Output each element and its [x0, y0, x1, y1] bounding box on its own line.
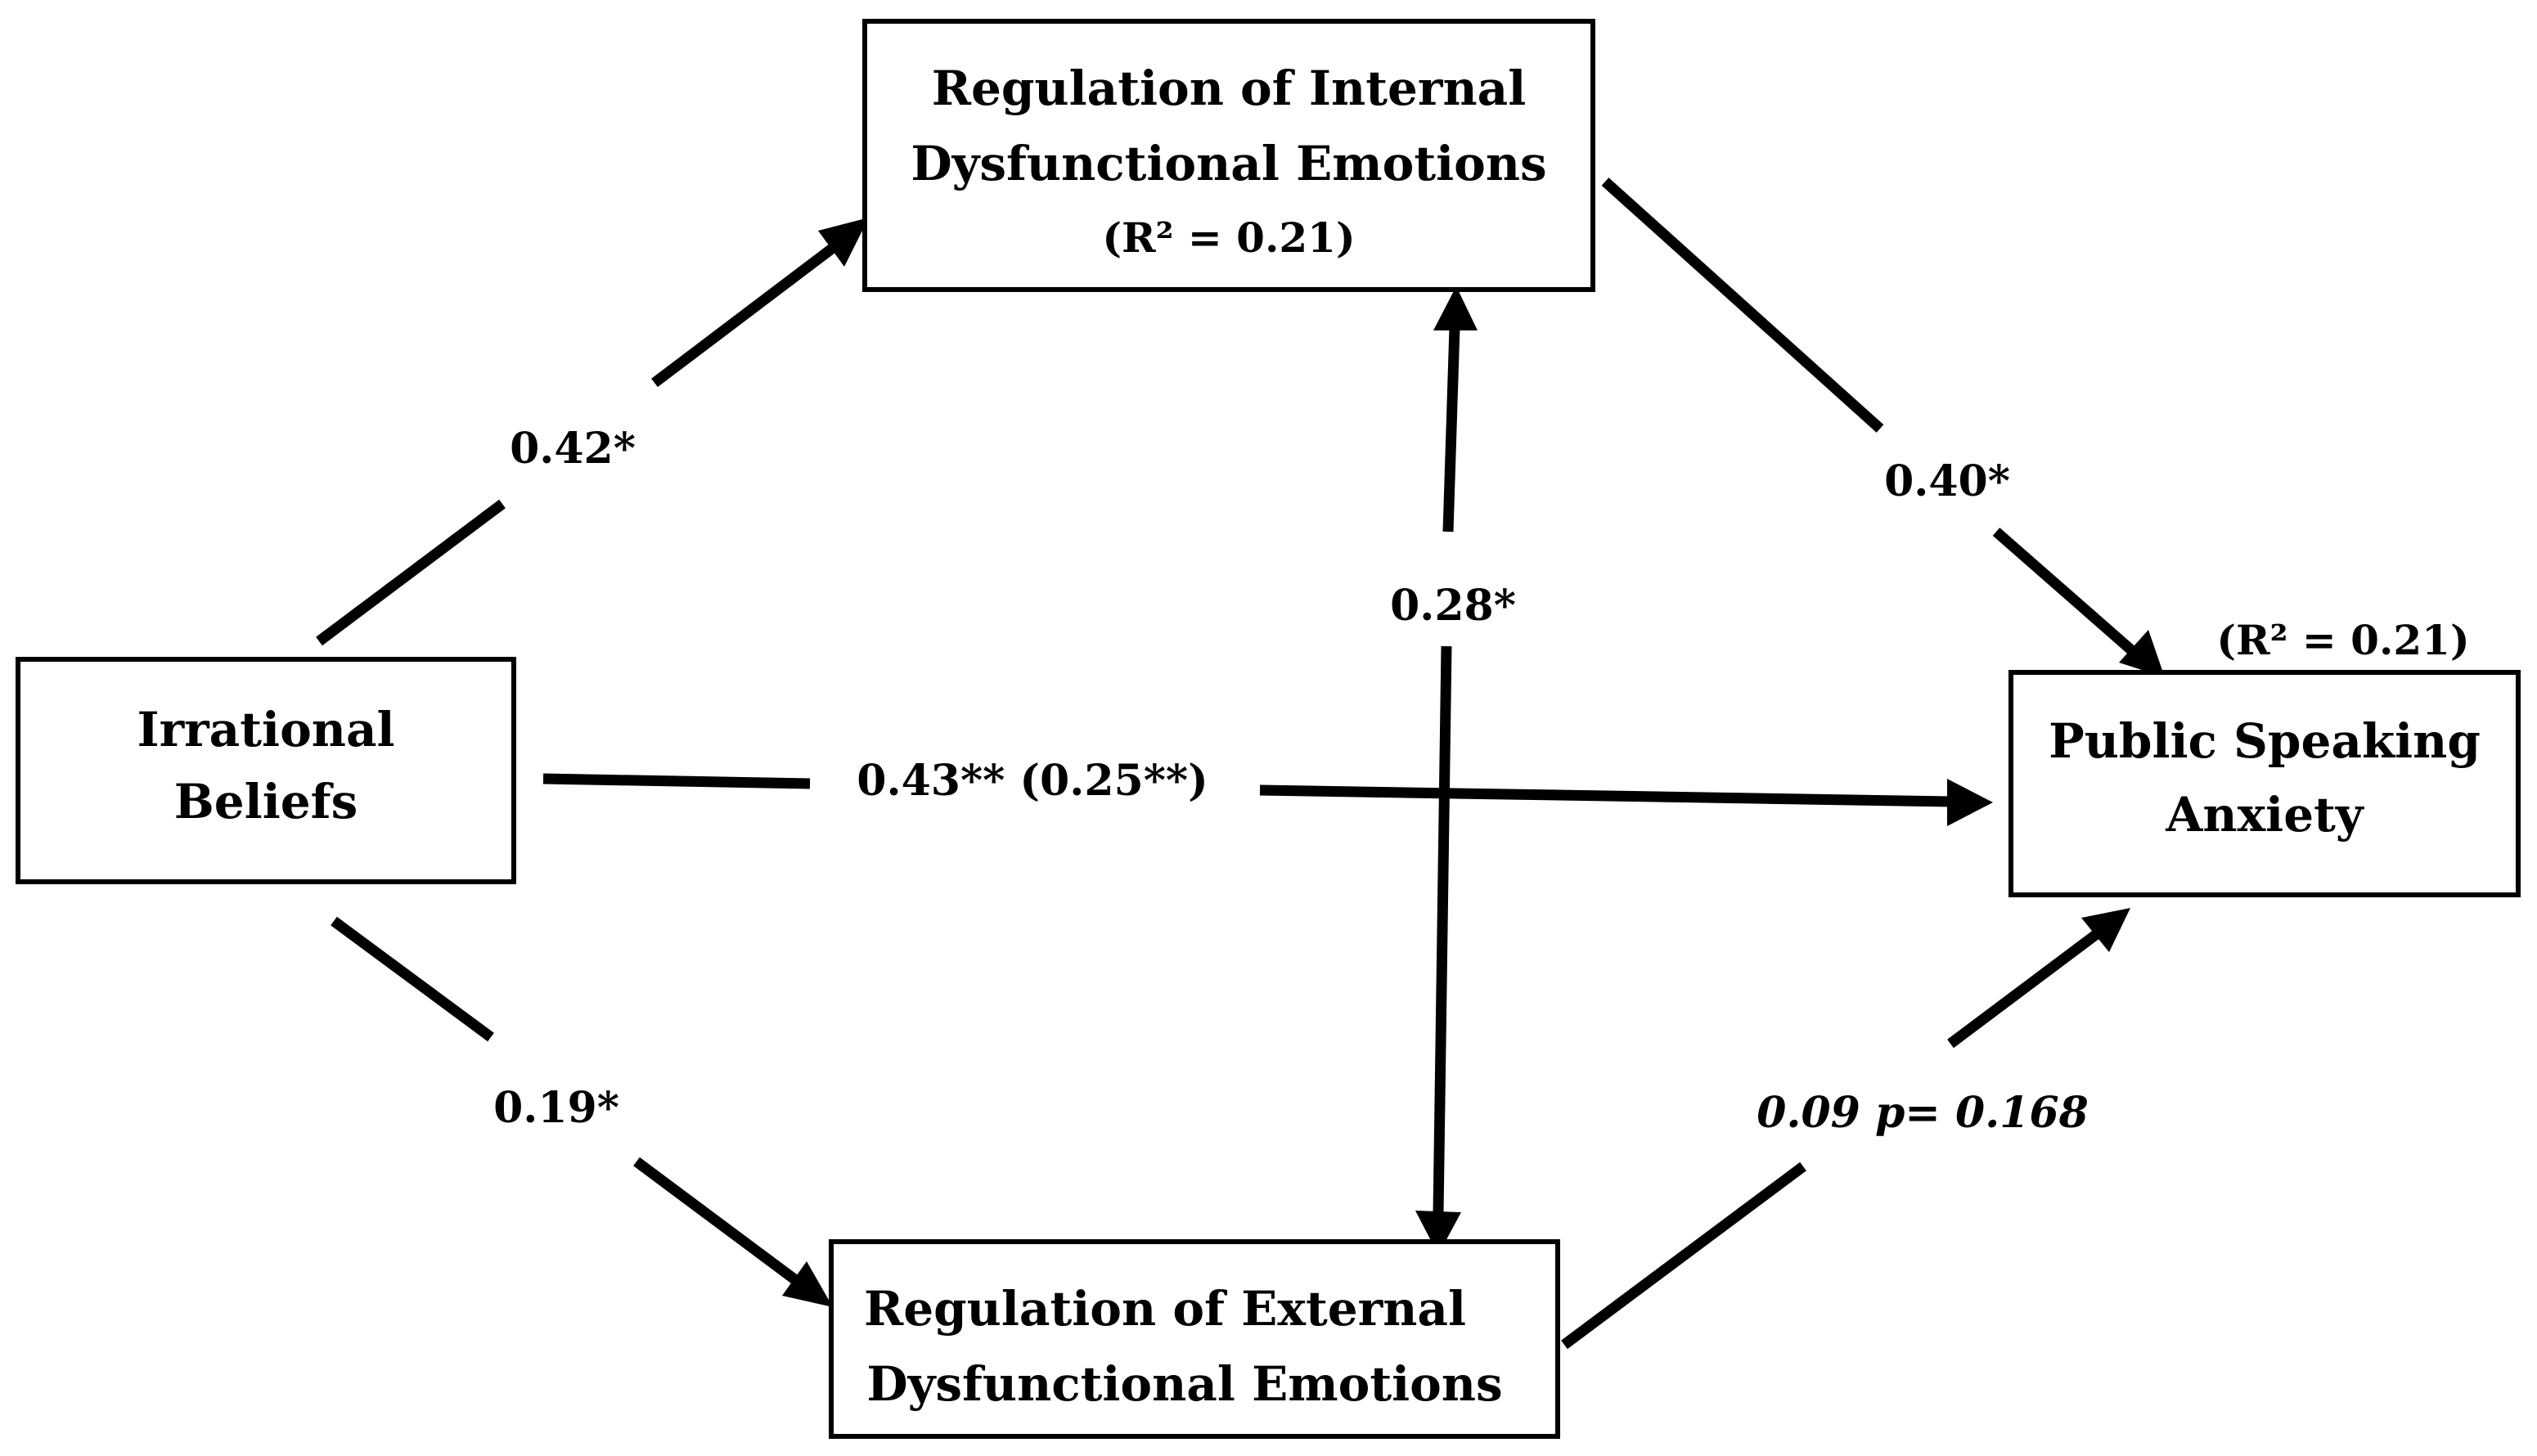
edge-beliefs-internal-upper	[651, 236, 846, 388]
public-speaking-anxiety-box	[2008, 670, 2521, 897]
arrowhead-beliefs-internal	[818, 218, 869, 267]
arrowhead-beliefs-external	[782, 1261, 833, 1307]
edge-external-anxiety-lower	[1561, 1162, 1806, 1350]
edge-internal-anxiety-lower	[1992, 528, 2146, 663]
internal-emotions-box	[862, 19, 1595, 292]
public-speaking-anxiety-r2: (R² = 0.21)	[2216, 616, 2469, 664]
label-beliefs-internal: 0.42*	[510, 424, 636, 474]
public-speaking-anxiety-line-1: Public Speaking	[2049, 713, 2481, 769]
label-beliefs-anxiety: 0.43** (0.25**)	[857, 756, 1208, 806]
arrowhead-internal-anxiety	[2119, 630, 2165, 677]
arrowhead-beliefs-anxiety	[1947, 779, 1993, 826]
edge-correlation-lower	[1433, 645, 1452, 1215]
edge-external-anxiety-upper	[1947, 921, 2111, 1049]
arrowhead-external-anxiety	[2081, 908, 2130, 952]
edges	[316, 178, 2165, 1350]
label-internal-anxiety: 0.40*	[1884, 456, 2010, 506]
edge-beliefs-external-upper	[331, 916, 494, 1042]
irrational-beliefs-line-1: Irrational	[137, 702, 394, 757]
edge-correlation-upper	[1442, 326, 1460, 533]
arrowhead-correlation-up	[1433, 286, 1478, 330]
node-irrational-beliefs: Irrational Beliefs	[16, 657, 516, 884]
label-correlation: 0.28*	[1390, 581, 1516, 631]
edge-beliefs-anxiety-right	[1259, 784, 1953, 807]
irrational-beliefs-line-2: Beliefs	[174, 774, 358, 829]
external-emotions-line-1: Regulation of External	[864, 1281, 1466, 1337]
public-speaking-anxiety-line-2: Anxiety	[2165, 787, 2364, 843]
external-emotions-box	[829, 1239, 1560, 1439]
node-public-speaking-anxiety: Public Speaking Anxiety (R² = 0.21)	[2008, 616, 2521, 897]
internal-emotions-line-1: Regulation of Internal	[932, 61, 1526, 116]
edge-beliefs-anxiety-left	[542, 773, 811, 789]
edge-beliefs-external-lower	[633, 1157, 813, 1296]
edge-beliefs-internal-lower	[316, 499, 506, 646]
internal-emotions-r2: (R² = 0.21)	[1102, 213, 1355, 262]
label-beliefs-external: 0.19*	[493, 1083, 619, 1133]
label-external-anxiety: 0.09 p= 0.168	[1757, 1088, 2089, 1138]
edge-labels: 0.42* 0.19* 0.43** (0.25**) 0.40* 0.09 p…	[493, 424, 2089, 1138]
internal-emotions-line-2: Dysfunctional Emotions	[911, 136, 1546, 191]
arrowhead-correlation-down	[1415, 1211, 1461, 1255]
node-external-emotions: Regulation of External Dysfunctional Emo…	[829, 1239, 1560, 1439]
irrational-beliefs-box	[16, 657, 516, 884]
edge-internal-anxiety-upper	[1601, 178, 1884, 433]
external-emotions-line-2: Dysfunctional Emotions	[866, 1356, 1502, 1412]
node-internal-emotions: Regulation of Internal Dysfunctional Emo…	[862, 19, 1595, 292]
